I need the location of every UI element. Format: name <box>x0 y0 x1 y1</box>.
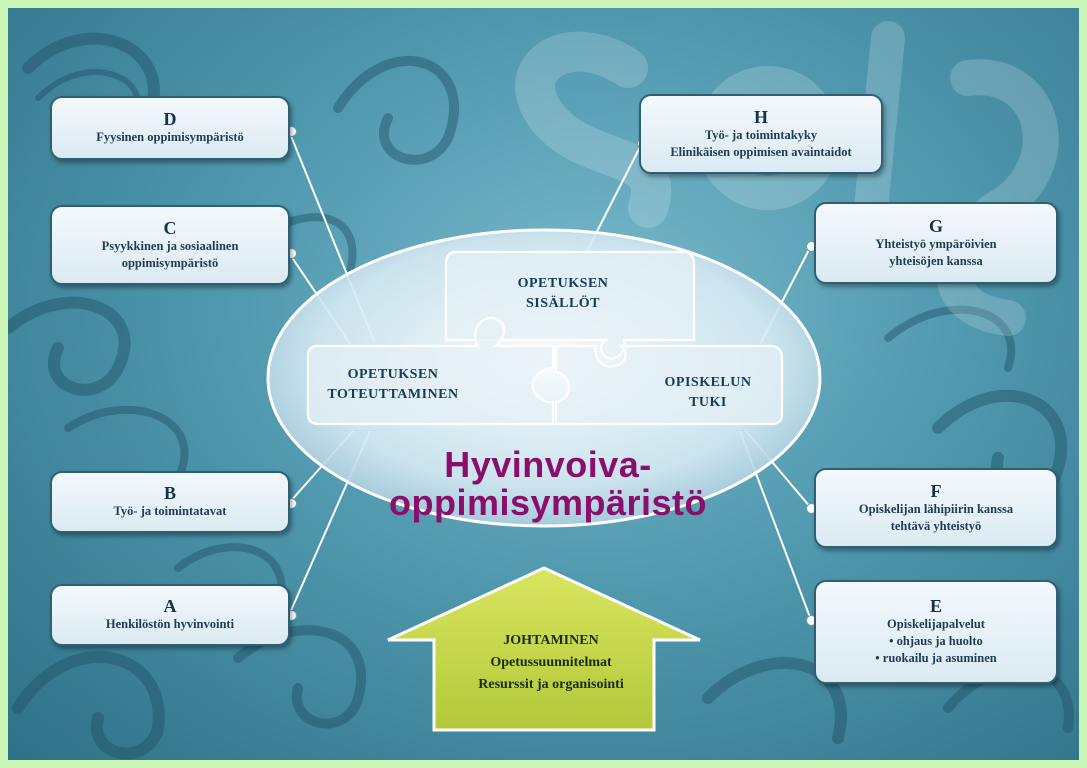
card-text: Työ- ja toimintatavat <box>113 504 227 518</box>
puzzle-label-line: SISÄLLÖT <box>525 296 601 311</box>
card-letter: C <box>163 217 177 238</box>
card-letter: H <box>753 106 768 127</box>
arrow-line: JOHTAMINEN <box>503 633 599 648</box>
card-h: H Työ- ja toimintakyky Elinikäisen oppim… <box>639 94 883 174</box>
diagram-graphics <box>8 21 1074 760</box>
card-letter: E <box>929 596 942 616</box>
puzzle-label-left: OPETUKSEN TOTEUTTAMINEN <box>308 365 478 405</box>
card-text: Fyysinen oppimisympäristö <box>96 130 244 144</box>
card-f: F Opiskelijan lähipiirin kanssa tehtävä … <box>814 468 1058 548</box>
card-letter: F <box>930 480 942 501</box>
card-c: C Psyykkinen ja sosiaalinen oppimisympär… <box>50 205 290 285</box>
card-text: Opiskelijapalvelut <box>887 617 985 631</box>
puzzle-label-line: OPISKELUN <box>664 375 752 390</box>
title-line: oppimisympäristö <box>388 482 708 523</box>
puzzle-label-line: OPETUKSEN <box>517 276 609 291</box>
card-text: Opiskelijan lähipiirin kanssa <box>858 501 1014 516</box>
puzzle-piece-left <box>306 316 555 426</box>
card-letter: B <box>163 483 176 503</box>
arrow-line: Opetussuunnitelmat <box>490 655 612 670</box>
puzzle-label-line: TUKI <box>689 395 727 410</box>
puzzle-label-line: TOTEUTTAMINEN <box>327 387 459 402</box>
arrow-line: Resurssit ja organisointi <box>478 677 624 692</box>
card-text: oppimisympäristö <box>121 255 219 270</box>
card-g: G Yhteistyö ympäröivien yhteisöjen kanss… <box>814 202 1058 284</box>
puzzle-group <box>306 250 784 426</box>
card-bullet: • ohjaus ja huolto <box>889 634 983 648</box>
card-e: E Opiskelijapalvelut • ohjaus ja huolto … <box>814 580 1058 684</box>
card-text: yhteisöjen kanssa <box>889 253 983 268</box>
card-text: Yhteistyö ympäröivien <box>875 236 997 251</box>
card-letter: A <box>163 596 177 616</box>
card-text: Henkilöstön hyvinvointi <box>105 617 235 631</box>
puzzle-label-top: OPETUKSEN SISÄLLÖT <box>488 274 638 314</box>
card-text: Psyykkinen ja sosiaalinen <box>101 238 239 253</box>
card-bullet: • ruokailu ja asuminen <box>875 651 997 665</box>
card-b: B Työ- ja toimintatavat <box>50 471 290 533</box>
background-swirls <box>8 32 1074 760</box>
card-letter: D <box>163 109 177 129</box>
foundation-arrow-text: JOHTAMINEN Opetussuunnitelmat Resurssit … <box>456 630 646 696</box>
puzzle-label-line: OPETUKSEN <box>347 367 439 382</box>
card-letter: G <box>928 215 943 236</box>
card-d: D Fyysinen oppimisympäristö <box>50 96 290 160</box>
diagram-canvas: D Fyysinen oppimisympäristö C Psyykkinen… <box>8 8 1079 760</box>
puzzle-piece-top <box>444 250 696 360</box>
foundation-arrow <box>387 566 701 732</box>
title-line: Hyvinvoiva- <box>444 444 652 485</box>
card-a: A Henkilöstön hyvinvointi <box>50 584 290 646</box>
diagram-title: Hyvinvoiva- oppimisympäristö <box>308 446 788 522</box>
card-text: tehtävä yhteistyö <box>890 518 982 533</box>
card-text: Elinikäisen oppimisen avaintaidot <box>670 144 852 159</box>
puzzle-label-right: OPISKELUN TUKI <box>638 373 778 413</box>
card-text: Työ- ja toimintakyky <box>704 127 818 142</box>
puzzle-piece-right <box>554 344 784 426</box>
